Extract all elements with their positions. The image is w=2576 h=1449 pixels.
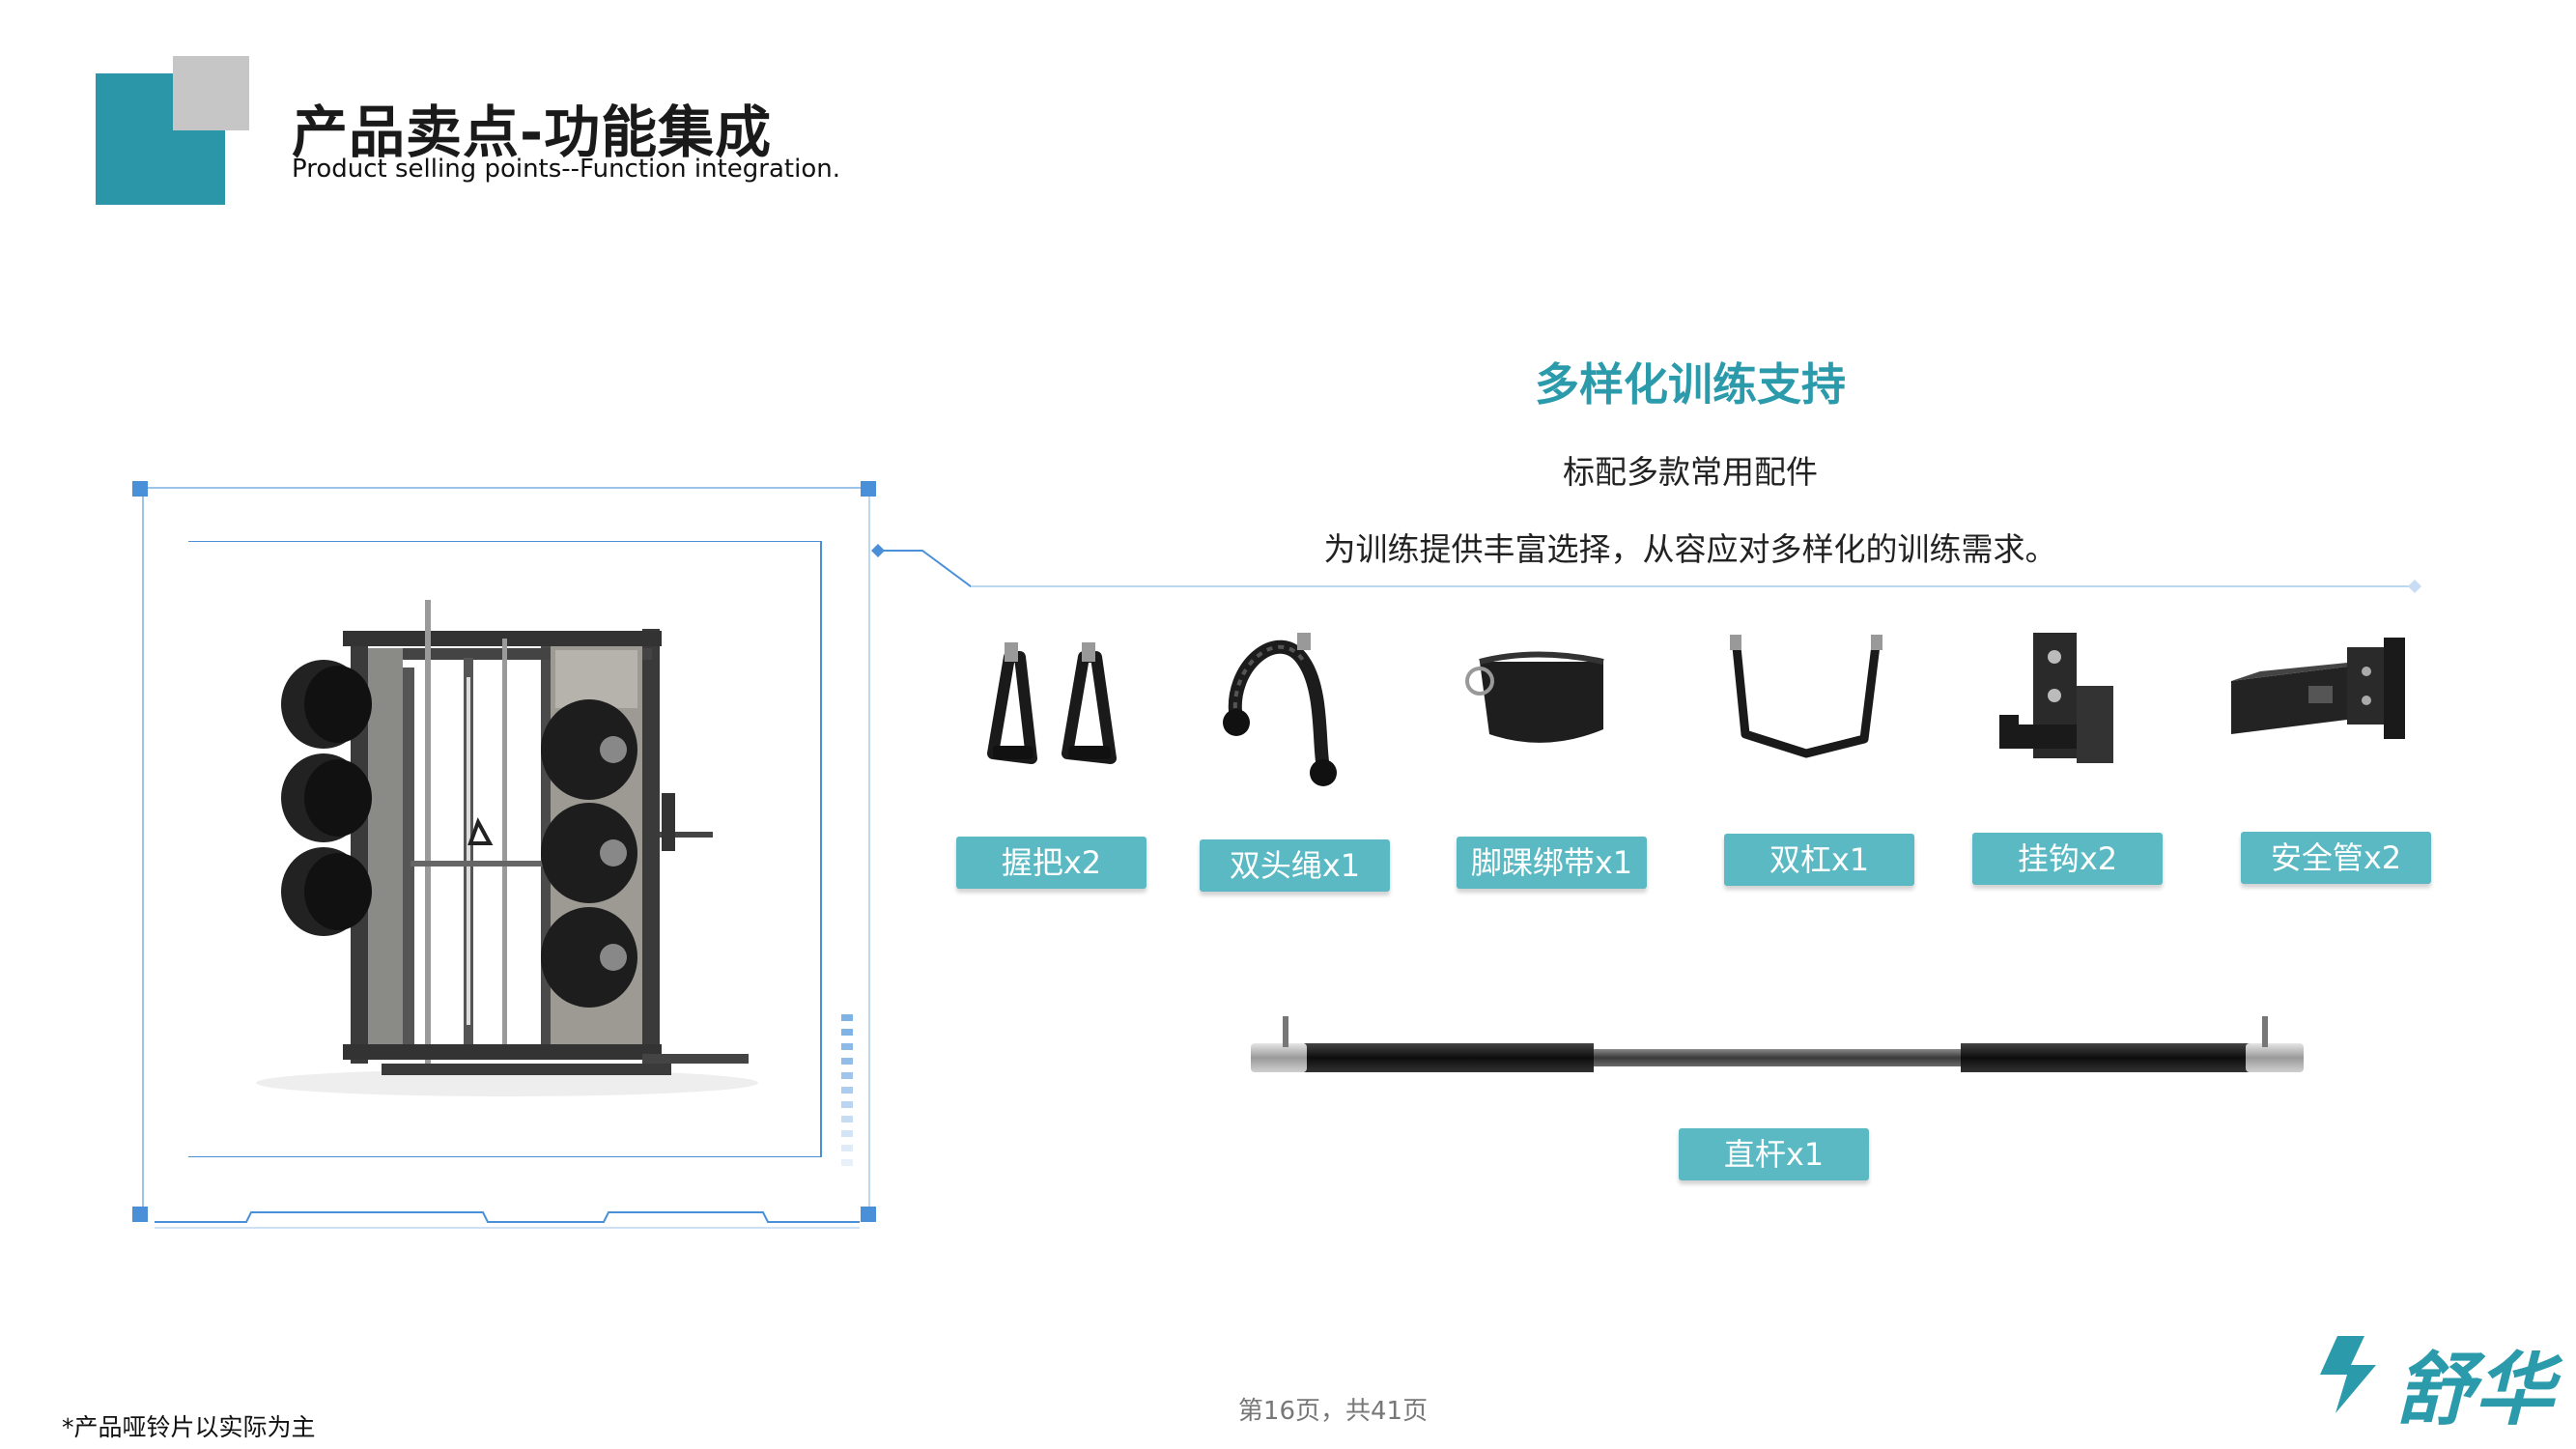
- brand-logo-icon: [2320, 1336, 2376, 1413]
- feature-subtitle-2: 为训练提供丰富选择，从容应对多样化的训练需求。: [1323, 530, 2057, 568]
- dip-bar-icon: [1730, 635, 1882, 758]
- page-number: 第16页，共41页: [1237, 1397, 1429, 1426]
- footnote: *产品哑铃片以实际为主: [62, 1413, 316, 1441]
- accessory-label-j-hook: 挂钩x2: [1972, 833, 2163, 885]
- accessory-label-grip-handles: 握把x2: [956, 837, 1146, 889]
- feature-title: 多样化训练支持: [1535, 358, 1846, 411]
- accessory-label-safety-spotter: 安全管x2: [2241, 832, 2431, 884]
- accessory-label-triceps-rope: 双头绳x1: [1200, 839, 1390, 892]
- accessory-label-ankle-strap: 脚踝绑带x1: [1457, 837, 1647, 889]
- page-title: 产品卖点-功能集成: [292, 99, 773, 165]
- brand-name: 舒华: [2395, 1345, 2554, 1436]
- connector-line: [871, 544, 2421, 593]
- ankle-strap-icon: [1465, 651, 1604, 743]
- j-hook-icon: [1999, 633, 2113, 763]
- accessory-label-dip-bar: 双杠x1: [1724, 834, 1914, 886]
- product-image-area: [188, 542, 820, 1156]
- safety-spotter-icon: [2231, 638, 2405, 739]
- page-subtitle: Product selling points--Function integra…: [292, 155, 841, 184]
- grip-handles-icon: [987, 642, 1117, 764]
- smith-machine-icon: [256, 600, 758, 1096]
- feature-subtitle-1: 标配多款常用配件: [1563, 453, 1818, 491]
- accessory-label-straight-bar: 直杆x1: [1679, 1128, 1869, 1180]
- header-square-gray: [173, 56, 249, 130]
- straight-bar-icon: [1251, 1016, 2304, 1072]
- triceps-rope-icon: [1223, 633, 1337, 786]
